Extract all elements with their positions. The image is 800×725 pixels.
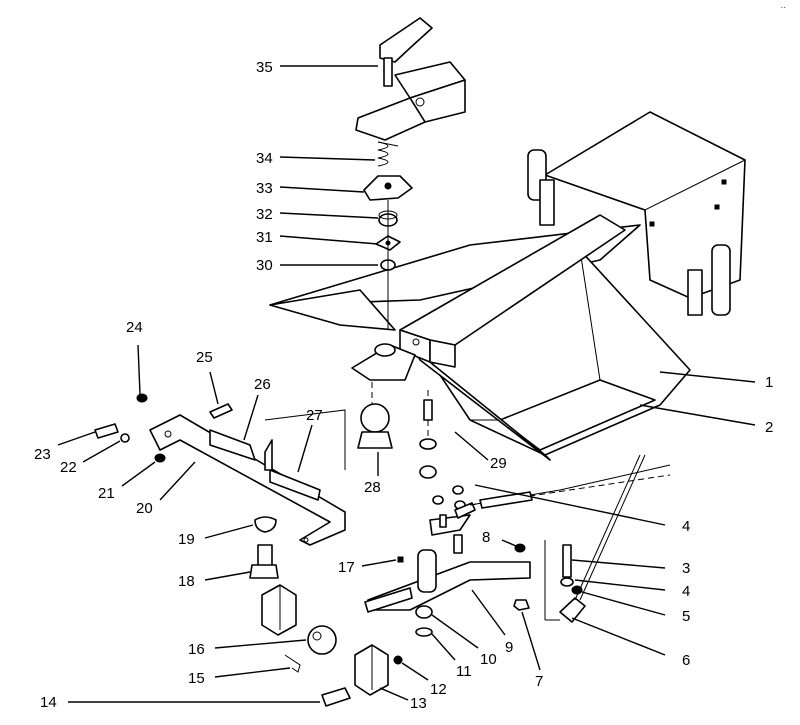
nut-7 <box>513 599 530 611</box>
callout-6: 6 <box>682 652 690 669</box>
callout-1: 1 <box>765 374 773 391</box>
callout-21: 21 <box>98 485 115 502</box>
washer-19 <box>254 516 277 533</box>
nut-21 <box>154 453 166 463</box>
callout-28: 28 <box>364 479 381 496</box>
nut-24 <box>136 393 148 403</box>
callout-5: 5 <box>682 608 690 625</box>
bolt-14 <box>321 687 351 707</box>
corner-mark: .. <box>780 0 786 11</box>
callout-10: 10 <box>480 651 497 668</box>
bracket-20 <box>149 409 346 546</box>
callouts: 1 2 3 4 4 5 6 7 8 9 10 11 12 13 14 15 16 <box>34 59 773 712</box>
callout-14: 14 <box>40 694 57 711</box>
callout-3: 3 <box>682 560 690 577</box>
callout-23: 23 <box>34 446 51 463</box>
nut-8 <box>514 543 526 553</box>
callout-17: 17 <box>338 559 355 576</box>
callout-32: 32 <box>256 206 273 223</box>
bolt-25 <box>209 403 233 419</box>
bolt-23 <box>94 423 119 439</box>
nut-5 <box>571 585 583 595</box>
bolt-3 <box>562 544 572 578</box>
shaft <box>364 587 413 613</box>
bolt-18 <box>249 544 279 579</box>
socket-block-upper <box>261 584 297 636</box>
callout-11: 11 <box>456 663 472 680</box>
hopper-body <box>269 111 746 461</box>
callout-15: 15 <box>188 670 205 687</box>
callout-12: 12 <box>430 681 447 698</box>
callout-25: 25 <box>196 349 213 366</box>
rod-end-6 <box>559 597 586 623</box>
callout-34: 34 <box>256 150 273 167</box>
callout-19: 19 <box>178 531 195 548</box>
bushing-upper <box>419 465 437 479</box>
callout-29: 29 <box>490 455 507 472</box>
callout-24: 24 <box>126 319 143 336</box>
socket-block-13 <box>354 644 389 696</box>
nut-12 <box>393 655 403 665</box>
ball-16 <box>307 625 337 655</box>
tie-rod <box>574 454 641 601</box>
callout-9: 9 <box>505 639 513 656</box>
callout-8: 8 <box>482 529 490 546</box>
bolt-vertical <box>423 399 433 421</box>
callout-30: 30 <box>256 257 273 274</box>
washer-22 <box>120 433 130 443</box>
callout-33: 33 <box>256 180 273 197</box>
callout-22: 22 <box>60 459 77 476</box>
callout-4b: 4 <box>682 583 690 600</box>
bushing-10 <box>415 605 433 619</box>
pin-15 <box>284 654 301 673</box>
washer-upper <box>419 438 437 450</box>
callout-16: 16 <box>188 641 205 658</box>
washer-4b <box>560 577 574 587</box>
callout-27: 27 <box>306 407 323 424</box>
callout-31: 31 <box>256 229 273 246</box>
callout-13: 13 <box>410 695 427 712</box>
callout-2: 2 <box>765 419 773 436</box>
pin-17 <box>397 556 404 563</box>
callout-26: 26 <box>254 376 271 393</box>
spring-34 <box>377 141 399 167</box>
callout-20: 20 <box>136 500 153 517</box>
spring-rod <box>479 491 533 509</box>
callout-4a: 4 <box>682 518 690 535</box>
washer-11 <box>415 627 433 637</box>
tongue-beam <box>399 214 626 368</box>
callout-18: 18 <box>178 573 195 590</box>
lower-coupler <box>351 343 416 449</box>
callout-7: 7 <box>535 673 543 690</box>
hitch-coupler <box>355 17 466 141</box>
callout-35: 35 <box>256 59 273 76</box>
